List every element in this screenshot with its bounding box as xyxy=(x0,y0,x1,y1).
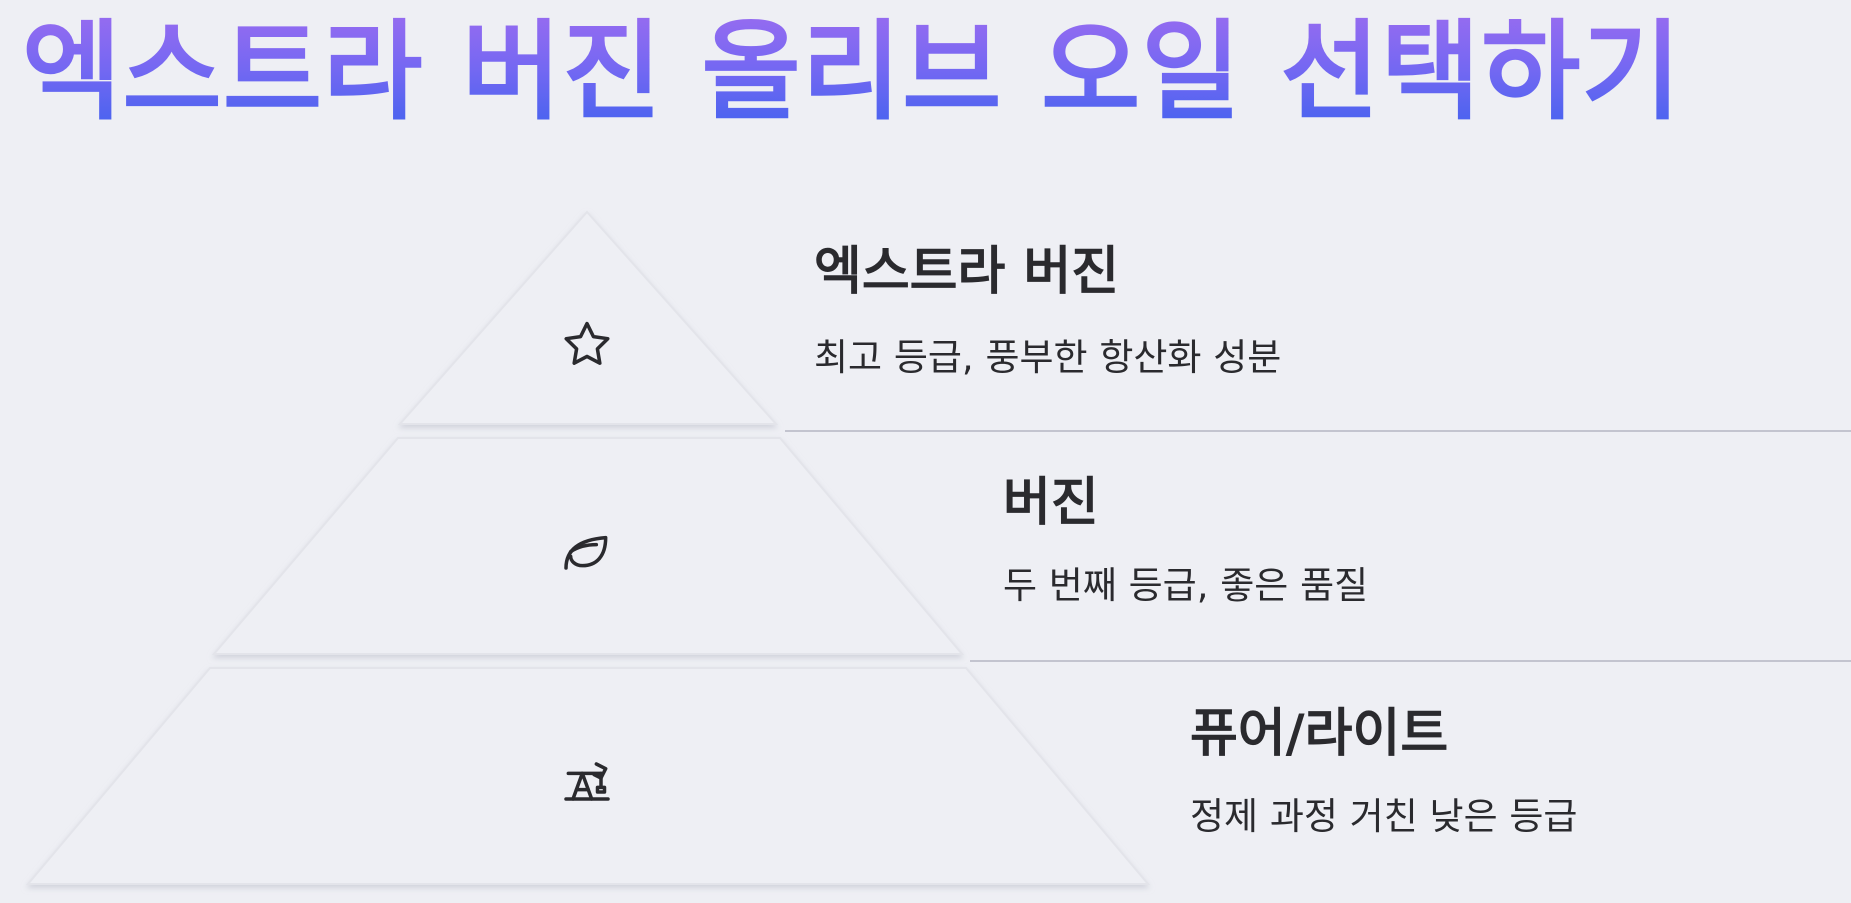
tier-title-pure-light: 퓨어/라이트 xyxy=(1190,704,1449,764)
tier-desc-virgin: 두 번째 등급, 좋은 품질 xyxy=(1003,564,1369,607)
pyramid-tier-top xyxy=(397,210,779,425)
tier-desc-extra-virgin: 최고 등급, 풍부한 항산화 성분 xyxy=(814,336,1282,379)
tier-title-extra-virgin: 엑스트라 버진 xyxy=(814,242,1120,302)
tier-divider-2 xyxy=(970,660,1851,662)
oil-pump-icon xyxy=(559,750,615,806)
page-title: 엑스트라 버진 올리브 오일 선택하기 xyxy=(22,8,1682,138)
tier-desc-pure-light: 정제 과정 거친 낮은 등급 xyxy=(1190,795,1578,838)
leaf-icon xyxy=(559,519,615,575)
pyramid-tier-bottom xyxy=(25,667,1151,885)
tier-divider-1 xyxy=(785,430,1851,432)
star-icon xyxy=(559,317,615,373)
tier-title-virgin: 버진 xyxy=(1003,473,1099,533)
